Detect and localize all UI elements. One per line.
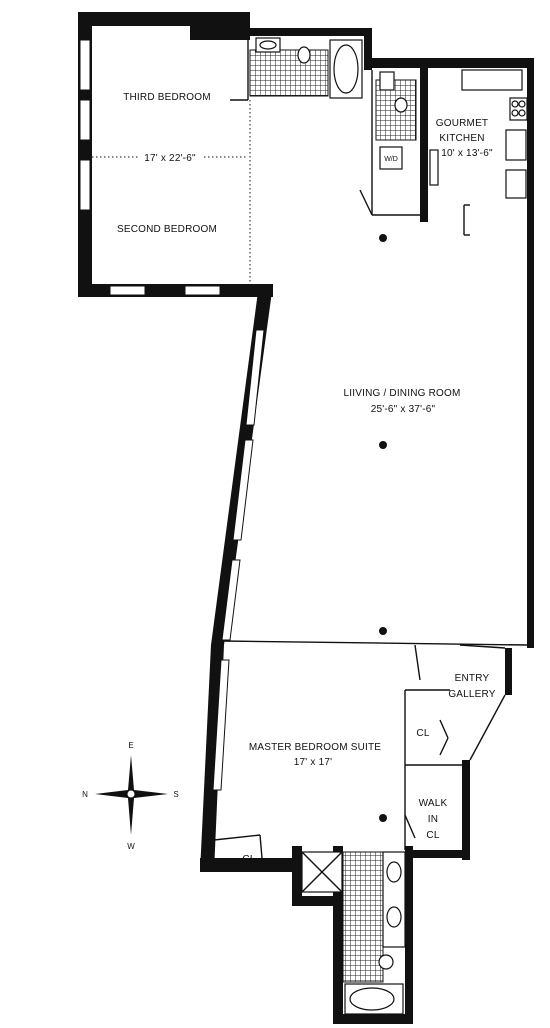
windows [79,39,265,791]
upper-bathroom [249,37,363,99]
kitchen-label-line1: GOURMET [436,118,489,129]
walk-in-closet-line3: CL [426,830,439,841]
second-bedroom-label: SECOND BEDROOM [117,224,217,235]
entry-gallery-line1: ENTRY [455,673,490,684]
bedrooms-dimensions: 17' x 22'-6" [144,153,196,164]
master-bedroom-dimensions: 17' x 17' [294,757,332,768]
light-fixture-master [379,814,387,822]
compass-west: W [127,842,135,851]
master-bedroom-label: MASTER BEDROOM SUITE [249,742,381,753]
light-fixture-kitchen [379,234,387,242]
master-bathroom [301,851,406,1015]
kitchen-powder-room [375,71,417,170]
entry-gallery-line2: GALLERY [448,689,495,700]
compass-south: S [173,790,178,799]
light-fixture-living [379,441,387,449]
third-bedroom-label: THIRD BEDROOM [123,92,211,103]
master-closet-label: CL [242,854,255,865]
walk-in-closet-line1: WALK [419,798,448,809]
light-fixture-dining [379,627,387,635]
washer-dryer-label: W/D [384,156,398,163]
living-dining-dimensions: 25'-6" x 37'-6" [371,404,436,415]
walk-in-closet-line2: IN [428,814,438,825]
kitchen-label-line2: KITCHEN [439,133,484,144]
kitchen-fixtures [429,69,528,236]
kitchen-dimensions: 10' x 13'-6" [441,148,493,159]
living-dining-label: LIIVING / DINING ROOM [344,388,461,399]
interior-walls [213,36,528,859]
compass-east: E [128,741,133,750]
compass-north: N [82,790,88,799]
entry-closet-label: CL [416,728,429,739]
compass-rose: E N S W [82,741,179,851]
